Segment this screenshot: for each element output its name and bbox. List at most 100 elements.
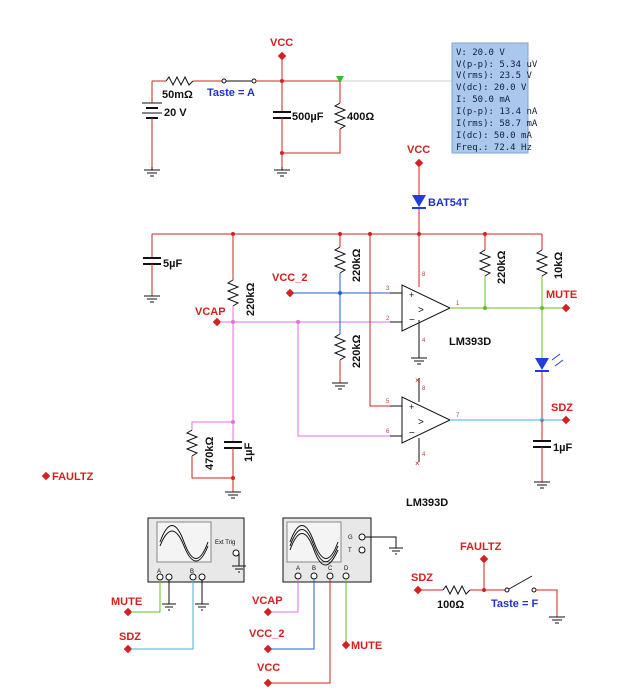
- led-icon[interactable]: [535, 358, 549, 370]
- scope2-ch-c[interactable]: [326, 572, 334, 580]
- vcc-top-connector[interactable]: [277, 51, 287, 61]
- sdz-2-connector[interactable]: [413, 585, 423, 595]
- comparator-1[interactable]: [401, 284, 452, 332]
- osc2-mute-label: MUTE: [351, 640, 382, 652]
- scope1-b-label: B: [190, 569, 194, 575]
- scope1-ch-b[interactable]: [189, 573, 197, 581]
- mute-connector[interactable]: [561, 303, 571, 313]
- switch-f-contact2: [531, 587, 537, 593]
- switch-f-contact1: [504, 587, 510, 593]
- pin-label: 6: [386, 429, 390, 435]
- osc1-mute-connector[interactable]: [123, 607, 133, 617]
- r-470k-label: 470kΩ: [204, 437, 216, 470]
- scope2-g-label: G: [348, 535, 353, 541]
- probe-line: I(rms): 58.7 mA: [456, 119, 538, 129]
- vcc2-connector[interactable]: [285, 288, 295, 298]
- vcc-mid-connector[interactable]: [414, 158, 424, 168]
- cap-500-label: 500µF: [292, 111, 324, 123]
- switch-a-contact2: [251, 78, 257, 84]
- resistor-10k[interactable]: [535, 249, 549, 277]
- ext-trig-terminal[interactable]: [232, 549, 240, 557]
- probe-readout[interactable]: [451, 42, 529, 154]
- resistor-470k[interactable]: [185, 429, 199, 457]
- osc2-vcc2-connector[interactable]: [263, 644, 273, 654]
- ground-icon: [274, 167, 290, 177]
- svg-text:×: ×: [415, 376, 420, 385]
- instruments-section: Ext Trig A B MUTE SDZ G T A B C: [111, 517, 403, 688]
- faultz-2-connector[interactable]: [479, 554, 489, 564]
- osc2-vcc-label: VCC: [257, 662, 280, 674]
- scope2-ch-a[interactable]: [294, 572, 302, 580]
- diode-label: BAT54T: [428, 197, 469, 209]
- osc2-vcap-label: VCAP: [252, 595, 283, 607]
- switch-a-contact1: [221, 78, 227, 84]
- comp2-label: LM393D: [406, 497, 448, 509]
- comp1-label: LM393D: [449, 336, 491, 348]
- diode-icon[interactable]: [412, 195, 426, 207]
- resistor-220k-c[interactable]: [333, 333, 347, 361]
- scope2-ch-d[interactable]: [342, 572, 350, 580]
- vcc-mid-label: VCC: [407, 144, 430, 156]
- probe-line: V: 20.0 V: [456, 48, 505, 58]
- probe-line: V(p-p): 5.34 uV: [456, 60, 538, 70]
- vcc-top-label: VCC: [270, 37, 293, 49]
- pin-label: 2: [386, 316, 390, 322]
- osc1-sdz-label: SDZ: [119, 631, 141, 643]
- scope2-ground-terminal[interactable]: [358, 533, 366, 541]
- resistor-220k-d[interactable]: [478, 249, 492, 277]
- scope1-ch-a[interactable]: [156, 573, 164, 581]
- sine-wave-icon: [289, 525, 339, 559]
- power-section: VCC 50mΩ Taste = A 20 V: [142, 37, 538, 177]
- pin-label: 8: [422, 272, 426, 278]
- probe-line: V(dc): 20.0 V: [456, 83, 527, 93]
- v-source-label: 20 V: [164, 107, 187, 119]
- resistor-100[interactable]: [442, 584, 471, 596]
- r-10k-label: 10kΩ: [553, 252, 565, 279]
- probe-line: I(dc): 50.0 mA: [456, 131, 532, 141]
- svg-text:−: −: [409, 428, 415, 439]
- osc2-vcc-connector[interactable]: [263, 678, 273, 688]
- comparator-2[interactable]: [401, 396, 452, 444]
- svg-text:>: >: [418, 417, 424, 428]
- vcap-connector[interactable]: [212, 317, 222, 327]
- osc2-mute-connector[interactable]: [341, 640, 351, 650]
- mute-label: MUTE: [546, 289, 577, 301]
- fault-switch-section: FAULTZ SDZ 100Ω Taste = F: [411, 541, 565, 624]
- ground-icon: [534, 481, 550, 489]
- switch-f-lever[interactable]: [508, 575, 533, 590]
- svg-text:+: +: [409, 402, 414, 412]
- pin-label: 8: [422, 386, 426, 392]
- ground-icon: [225, 491, 241, 499]
- osc1-sdz-connector[interactable]: [123, 644, 133, 654]
- r-220-d-label: 220kΩ: [496, 251, 508, 284]
- r-220-b-label: 220kΩ: [351, 249, 363, 282]
- pin-label: 4: [422, 338, 426, 344]
- probe-line: Freq.: 72.4 Hz: [456, 143, 532, 153]
- scope2-t-label: T: [348, 548, 352, 554]
- scope2-a-label: A: [296, 566, 300, 572]
- svg-text:>: >: [418, 305, 424, 316]
- faultz-2-label: FAULTZ: [460, 541, 502, 553]
- pin-label: 5: [386, 399, 390, 405]
- resistor-220k-b[interactable]: [333, 246, 347, 274]
- osc2-vcap-connector[interactable]: [263, 607, 273, 617]
- ground-icon: [549, 616, 565, 624]
- scope2-d-label: D: [344, 566, 349, 572]
- probe-line: I: 50.0 mA: [456, 95, 511, 105]
- resistor-400[interactable]: [333, 102, 347, 130]
- ground-icon: [332, 382, 348, 390]
- faultz-label: FAULTZ: [52, 471, 94, 483]
- scope2-b-label: B: [312, 566, 316, 572]
- resistor-220k-a[interactable]: [226, 279, 240, 307]
- probe-arrow-icon[interactable]: [336, 76, 344, 83]
- ext-trig-label: Ext Trig: [215, 540, 235, 546]
- scope2-ch-b[interactable]: [310, 572, 318, 580]
- sdz-connector[interactable]: [561, 415, 571, 425]
- faultz-connector[interactable]: [41, 471, 51, 481]
- probe-line: I(p-p): 13.4 nA: [456, 107, 538, 117]
- pin-label: 1: [456, 301, 460, 307]
- probe-line: V(rms): 23.5 V: [456, 71, 532, 81]
- resistor-50m[interactable]: [165, 75, 194, 87]
- scope2-trigger-terminal[interactable]: [358, 546, 366, 554]
